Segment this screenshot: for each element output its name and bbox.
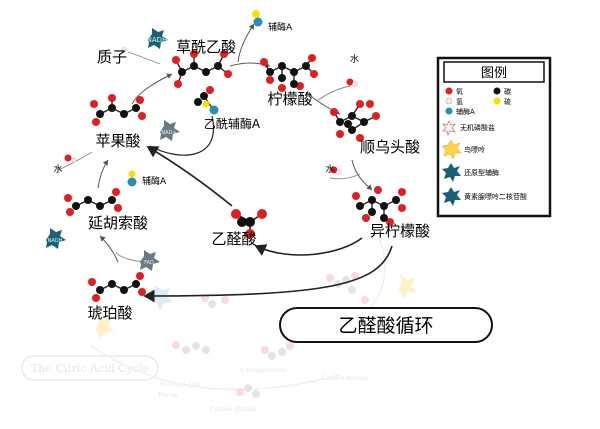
ghost-label-akg: α-ketoglutarate	[240, 367, 288, 374]
legend-phosphate: 无机磷酸盐	[460, 123, 495, 132]
nadh-text-top: NADH	[147, 36, 168, 44]
label-fumarate: 延胡索酸	[88, 214, 148, 232]
label-citrate: 柠檬酸	[267, 90, 312, 108]
nad-badge-mid: NAD+	[160, 120, 180, 141]
reaction-arrows	[57, 23, 393, 303]
legend-gtp: 鸟嘌呤	[464, 145, 485, 154]
fad-icon	[442, 187, 461, 206]
fumarate-molecule	[64, 188, 122, 216]
fad-badge: FAD	[140, 250, 160, 271]
label-coa-top: 辅酶A	[268, 21, 293, 33]
ghost-label-co2-b: Carbon dioxide	[322, 375, 369, 382]
fad-text: FAD	[144, 260, 154, 266]
label-coa-left: 辅酶A	[142, 175, 167, 187]
ghost-label-proton: Proton	[158, 392, 179, 399]
legend-heading: 图例	[481, 66, 507, 81]
diagram-title: 乙醛酸循环	[338, 315, 433, 337]
legend-hydrogen: 氢	[456, 97, 463, 106]
label-succinate: 琥珀酸	[87, 304, 132, 322]
legend-coa: 辅酶A	[456, 107, 475, 116]
label-glyoxylate: 乙醛酸	[211, 230, 256, 248]
ghost-label-co2-a: Carbon dioxide	[210, 406, 257, 413]
citrate-molecule	[260, 54, 318, 92]
succinate-molecule	[88, 272, 146, 302]
coa-left-icon	[127, 170, 137, 187]
ghost-title-box	[21, 355, 159, 381]
nadh-badge-left: NADH	[46, 228, 66, 249]
nadh-text-left: NADH	[48, 238, 63, 244]
water-molecules	[64, 47, 358, 175]
label-water-left: 水	[53, 163, 62, 175]
legend-carbon: 碳	[504, 87, 511, 96]
coa-top-icon	[252, 10, 263, 27]
label-oxaloacetate: 草酰乙酸	[176, 38, 236, 56]
cis-aconitate-molecule	[330, 100, 380, 142]
label-proton: 质子	[97, 48, 127, 66]
sulfur-icon	[493, 97, 501, 105]
gtp-icon	[441, 139, 462, 160]
label-isocitrate: 异柠檬酸	[370, 222, 430, 240]
title-box: 乙醛酸循环	[279, 307, 493, 343]
label-water-right: 水	[325, 163, 334, 175]
nadh-badge-top: NADH	[147, 28, 168, 49]
label-water-top: 水	[350, 53, 359, 65]
label-acetyl-coa: 乙酰辅酶A	[204, 116, 261, 131]
legend-fad: 黄素腺嘌呤二核苷酸	[464, 192, 527, 201]
carbon-icon	[493, 87, 501, 95]
legend: 图例 氧 碳 氢 硫 辅酶A 无机磷酸盐 鸟嘌呤 还原型辅酶 黄素腺嘌呤二核苷酸	[436, 56, 552, 218]
legend-oxygen: 氧	[456, 87, 463, 96]
malate-molecule	[90, 94, 146, 126]
legend-nadh: 还原型辅酶	[464, 168, 499, 177]
label-cis-aconitate: 顺乌头酸	[360, 138, 420, 156]
nad-text-mid: NAD+	[161, 130, 176, 136]
legend-sulfur: 硫	[504, 97, 511, 106]
coa-icon	[445, 107, 453, 115]
oxygen-icon	[445, 87, 453, 95]
ghost-title: The Citric Acid Cycle	[31, 362, 149, 375]
label-malate: 苹果酸	[95, 132, 140, 150]
faded-background: The Citric Acid Cycle Succinyl-CoA Proto…	[21, 239, 417, 413]
isocitrate-molecule	[352, 186, 406, 226]
glyoxylate-molecule	[231, 209, 267, 239]
acetyl-coa-molecule	[194, 86, 219, 115]
nadh-icon	[442, 163, 461, 182]
oxaloacetate-molecule	[172, 50, 232, 88]
phosphate-icon	[442, 120, 456, 137]
hydrogen-icon	[445, 97, 453, 105]
